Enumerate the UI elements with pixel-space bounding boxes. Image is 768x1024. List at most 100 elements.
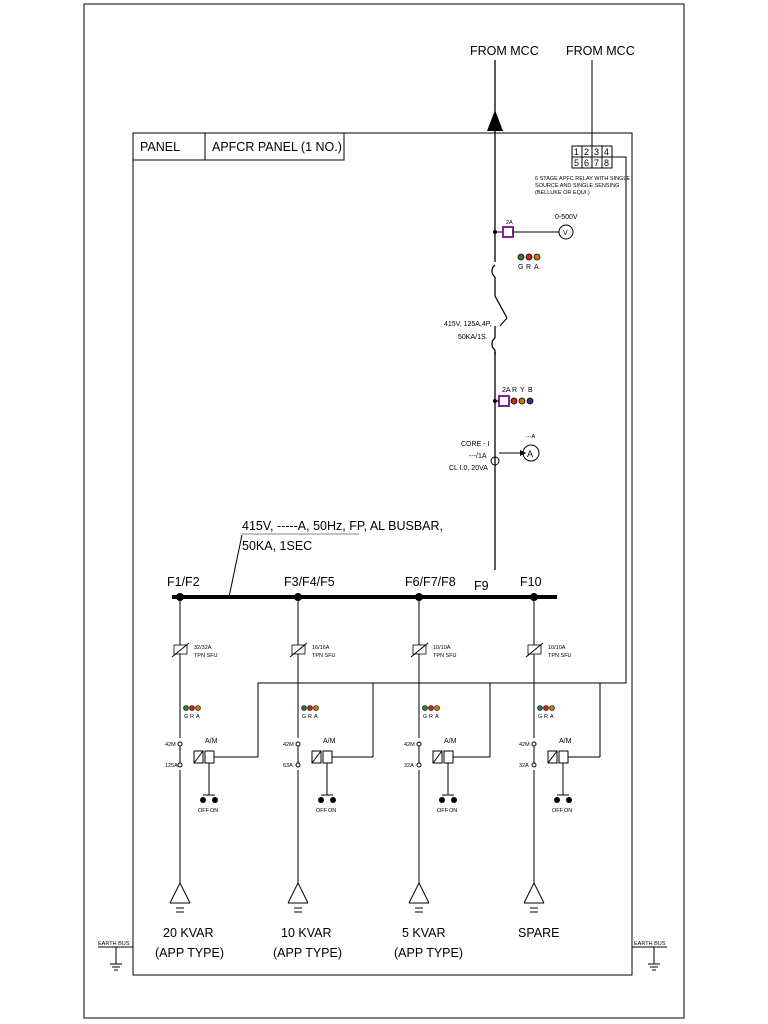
am-label: A/M (444, 738, 457, 745)
pb-off: OFF (437, 808, 449, 814)
feeder-tag: F1/F2 (167, 575, 200, 589)
voltmeter-circuit: 2A V 0-500V (493, 214, 578, 240)
voltmeter-fuse-label: 2A (506, 220, 513, 226)
panel-label: PANEL (140, 140, 180, 154)
relay-terminal-3: 3 (594, 147, 599, 157)
lamp-r: R (308, 714, 312, 720)
feeder-f3: F6/F7/F8 10/10A TPN SFU G R A 42M 32A A/… (394, 575, 490, 960)
lamp-a: A (196, 714, 200, 720)
lamp-g: G (184, 714, 188, 720)
relay-note-2: SOURCE AND SINGLE SENSING (535, 183, 619, 189)
am-label: A/M (559, 738, 572, 745)
incoming-arrow-icon (487, 110, 503, 131)
load-rating: 10 KVAR (281, 926, 332, 940)
lamp-y-icon (518, 397, 526, 405)
relay-terminal-6: 6 (584, 158, 589, 168)
contactor-label: 42M (165, 742, 176, 748)
contactor-label: 42M (404, 742, 415, 748)
feeder-tag: F10 (520, 575, 542, 589)
mccb-label: 63A (283, 763, 293, 769)
feeder-tag: F3/F4/F5 (284, 575, 335, 589)
load-rating: SPARE (518, 926, 559, 940)
lamp-label-g: G (518, 264, 523, 271)
sfu-rating: 10/10A (548, 645, 566, 651)
ct-class: CL I.0, 20VA (449, 465, 488, 472)
incomer-mccb: 415V, 125A,4P, 50KA/1S. (444, 262, 508, 355)
load-rating: 5 KVAR (402, 926, 446, 940)
lamp-r: R (544, 714, 548, 720)
sfu-rating: 10/10A (433, 645, 451, 651)
contactor-label: 42M (519, 742, 530, 748)
am-label: A/M (323, 738, 336, 745)
ammeter-icon (522, 444, 540, 462)
lamp-a: A (314, 714, 318, 720)
pb-on: ON (449, 808, 457, 814)
lamp-a: A (435, 714, 439, 720)
lamp-b-icon (526, 397, 534, 405)
pb-on: ON (564, 808, 572, 814)
lamp-y-label: Y (520, 387, 525, 394)
relay-terminal-7: 7 (594, 158, 599, 168)
busbar-tap-label: F9 (474, 579, 489, 593)
incomer-lamps: G R A (517, 253, 541, 271)
from-mcc-label-1: FROM MCC (470, 44, 539, 58)
lamp-b-label: B (528, 387, 533, 394)
load-type: (APP TYPE) (155, 946, 224, 960)
contactor-label: 42M (283, 742, 294, 748)
busbar-spec-2: 50KA, 1SEC (242, 539, 312, 553)
incomer-rating-2: 50KA/1S. (458, 334, 488, 341)
relay-terminal-1: 1 (574, 147, 579, 157)
lamp-label-r: R (526, 264, 531, 271)
lamp-fuse-icon (498, 395, 510, 407)
pb-off: OFF (552, 808, 564, 814)
lamp-g: G (302, 714, 306, 720)
pb-on: ON (328, 808, 336, 814)
load-rating: 20 KVAR (163, 926, 214, 940)
pb-off: OFF (198, 808, 210, 814)
sfu-type: TPN SFU (548, 653, 572, 659)
panel-value: APFCR PANEL (1 NO.) (212, 140, 342, 154)
load-type: (APP TYPE) (273, 946, 342, 960)
ct-icon (490, 456, 500, 466)
sfu-rating: 16/16A (312, 645, 330, 651)
from-mcc-label-2: FROM MCC (566, 44, 635, 58)
sfu-type: TPN SFU (312, 653, 336, 659)
sheet-border (83, 3, 685, 1019)
load-type: (APP TYPE) (394, 946, 463, 960)
lamp-amber-icon (533, 253, 541, 261)
earth-label-left: EARTH BUS (98, 941, 130, 947)
panel-header: PANEL APFCR PANEL (1 NO.) (132, 132, 345, 161)
lamp-a: A (550, 714, 554, 720)
mccb-label: 125A (165, 763, 178, 769)
lamp-fuse-rating: 2A (502, 387, 511, 394)
mccb-label: 32A (404, 763, 414, 769)
lamp-red-icon (525, 253, 533, 261)
lamp-r: R (429, 714, 433, 720)
voltmeter-icon (558, 224, 574, 240)
panel-enclosure (132, 132, 633, 976)
incomer-rating-1: 415V, 125A,4P, (444, 321, 492, 328)
relay-note-3: (BELLUKE OR EQUI.) (535, 190, 590, 196)
ct-ammeter: A ---A CORE - I ---/1A CL I.0, 20VA (449, 434, 540, 472)
pb-off: OFF (316, 808, 328, 814)
pb-on: ON (210, 808, 218, 814)
fuse-lamp-circuit: 2A R Y B (493, 387, 534, 407)
lamp-label-a: A (534, 264, 539, 271)
incoming-supply: FROM MCC FROM MCC (470, 44, 635, 570)
feeder-tag: F6/F7/F8 (405, 575, 456, 589)
apfc-relay: 1 2 3 4 5 6 7 8 6 STAGE APFC RELAY WITH … (257, 145, 630, 757)
sfu-type: TPN SFU (194, 653, 218, 659)
am-label: A/M (205, 738, 218, 745)
ammeter-range: ---A (526, 434, 535, 440)
lamp-green-icon (517, 253, 525, 261)
mccb-label: 32A (519, 763, 529, 769)
lamp-g: G (423, 714, 427, 720)
relay-terminal-2: 2 (584, 147, 589, 157)
earth-label-right: EARTH BUS (634, 941, 666, 947)
busbar: 415V, -----A, 50Hz, FP, AL BUSBAR, 50KA,… (172, 519, 557, 599)
busbar-spec-1: 415V, -----A, 50Hz, FP, AL BUSBAR, (242, 519, 443, 533)
relay-terminal-8: 8 (604, 158, 609, 168)
relay-note-1: 6 STAGE APFC RELAY WITH SINGLE (535, 176, 630, 182)
lamp-r-icon (510, 397, 518, 405)
